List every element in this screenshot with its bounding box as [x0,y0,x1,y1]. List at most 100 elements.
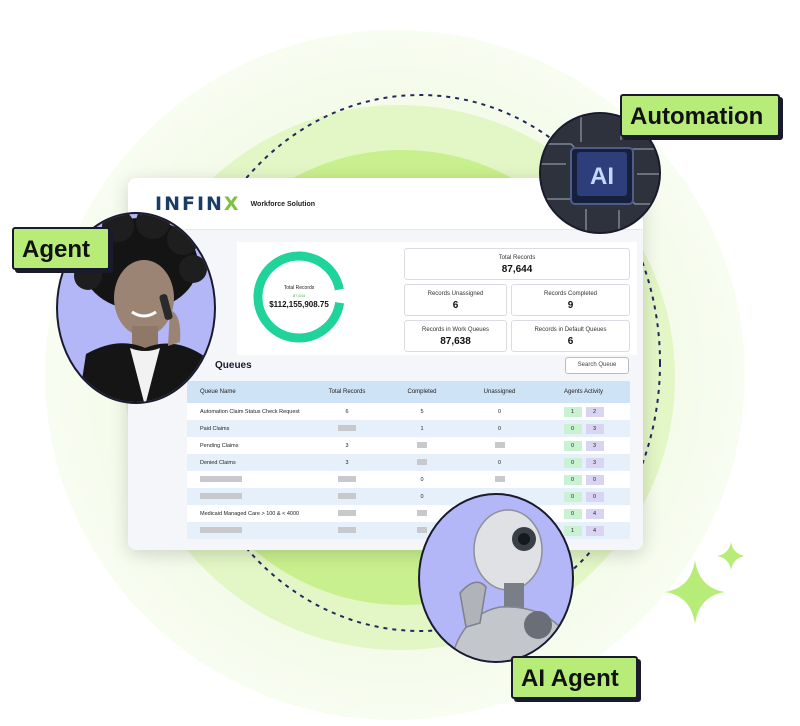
agent-avatar [56,212,216,404]
automation-label: Automation [620,94,780,137]
redacted-placeholder [200,527,242,534]
ai-agent-avatar [418,493,574,663]
redacted-placeholder [200,493,242,500]
queue-name-cell: Medicaid Managed Care > 100 & < 4000 [200,510,300,517]
ai-agent-label: AI Agent [511,656,638,699]
donut-value: $112,155,908.75 [269,300,329,309]
total-records-cell [312,476,382,483]
total-records-cell [312,425,382,432]
col-unassigned[interactable]: Unassigned [483,389,516,395]
queues-table: Queue Name Total Records Completed Unass… [187,381,630,539]
unassigned-cell: 0 [497,408,502,415]
agent-count-badge: 0 [563,491,582,502]
col-completed[interactable]: Completed [407,389,437,395]
agent-count-badge: 1 [563,525,582,536]
queue-name-cell: Automation Claim Status Check Request [200,408,300,415]
total-records-cell [312,510,382,517]
ai-agent-count-badge: 3 [585,423,604,434]
stat-work-queues: Records in Work Queues 87,638 [404,320,507,352]
completed-cell [382,442,462,449]
stat-total-records: Total Records 87,644 [404,248,630,280]
ai-agent-count-badge: 4 [585,508,604,519]
queue-name-cell [187,476,312,483]
redacted-placeholder [338,527,356,534]
ai-agent-count-badge: 0 [585,491,604,502]
ai-agent-count-badge: 3 [585,457,604,468]
search-queue-button[interactable]: Search Queue [565,357,629,374]
stats-panel: Total Records 87,644 $112,155,908.75 Tot… [237,242,637,355]
unassigned-cell: 0 [497,459,502,466]
redacted-placeholder [338,493,356,500]
completed-cell: 1 [420,425,424,432]
ai-agent-count-badge: 2 [585,406,604,417]
total-records-donut [253,251,345,343]
stat-unassigned: Records Unassigned 6 [404,284,507,316]
redacted-placeholder [338,476,356,483]
robot-illustration [450,509,570,661]
agent-count-badge: 0 [563,423,582,434]
donut-sub: 87,644 [292,293,306,298]
ai-agent-count-badge: 0 [585,474,604,485]
dashed-orbit [179,94,661,632]
stat-completed: Records Completed 9 [511,284,630,316]
agent-count-badge: 0 [563,457,582,468]
agent-count-badge: 1 [563,406,582,417]
redacted-placeholder [494,442,505,449]
redacted-placeholder [338,425,356,432]
agent-count-badge: 0 [563,474,582,485]
redacted-placeholder [494,476,505,483]
col-total-records[interactable]: Total Records [328,389,366,395]
completed-cell: 0 [420,476,424,483]
redacted-placeholder [417,510,427,517]
total-records-cell [312,493,382,500]
agent-count-badge: 0 [563,508,582,519]
redacted-placeholder [417,527,427,534]
ai-agent-count-badge: 3 [585,440,604,451]
woman-agent-illustration [74,214,210,402]
stat-default-queues: Records in Default Queues 6 [511,320,630,352]
redacted-placeholder [338,510,356,517]
infinx-logo: INFINX [155,192,241,215]
agent-label: Agent [12,227,110,270]
queue-name-cell: Denied Claims [200,459,236,466]
unassigned-cell: 0 [497,425,502,432]
ai-agent-count-badge: 4 [585,525,604,536]
total-records-cell: 3 [345,459,349,466]
total-records-cell [312,527,382,534]
product-subtitle: Workforce Solution [250,201,316,208]
redacted-placeholder [417,442,427,449]
redacted-placeholder [200,476,242,483]
unassigned-cell [462,442,537,449]
col-queue-name[interactable]: Queue Name [200,389,236,395]
card-header: INFINX Workforce Solution [128,178,643,230]
col-agents-activity[interactable]: Agents Activity [563,389,604,395]
queue-name-cell [187,527,312,534]
sparkle-icon [665,542,745,624]
table-header: Queue Name Total Records Completed Unass… [187,381,630,403]
redacted-placeholder [417,459,427,466]
completed-cell [382,527,462,534]
queue-name-cell [187,493,312,500]
completed-cell [382,510,462,517]
queue-name-cell: Paid Claims [200,425,230,432]
dashboard-card: INFINX Workforce Solution Total Records … [128,178,643,550]
total-records-cell: 6 [345,408,349,415]
donut-center: Total Records 87,644 $112,155,908.75 [249,247,349,347]
queues-title: Queues [215,360,252,371]
queue-name-cell: Pending Claims [200,442,239,449]
agent-count-badge: 0 [563,440,582,451]
unassigned-cell [462,476,537,483]
